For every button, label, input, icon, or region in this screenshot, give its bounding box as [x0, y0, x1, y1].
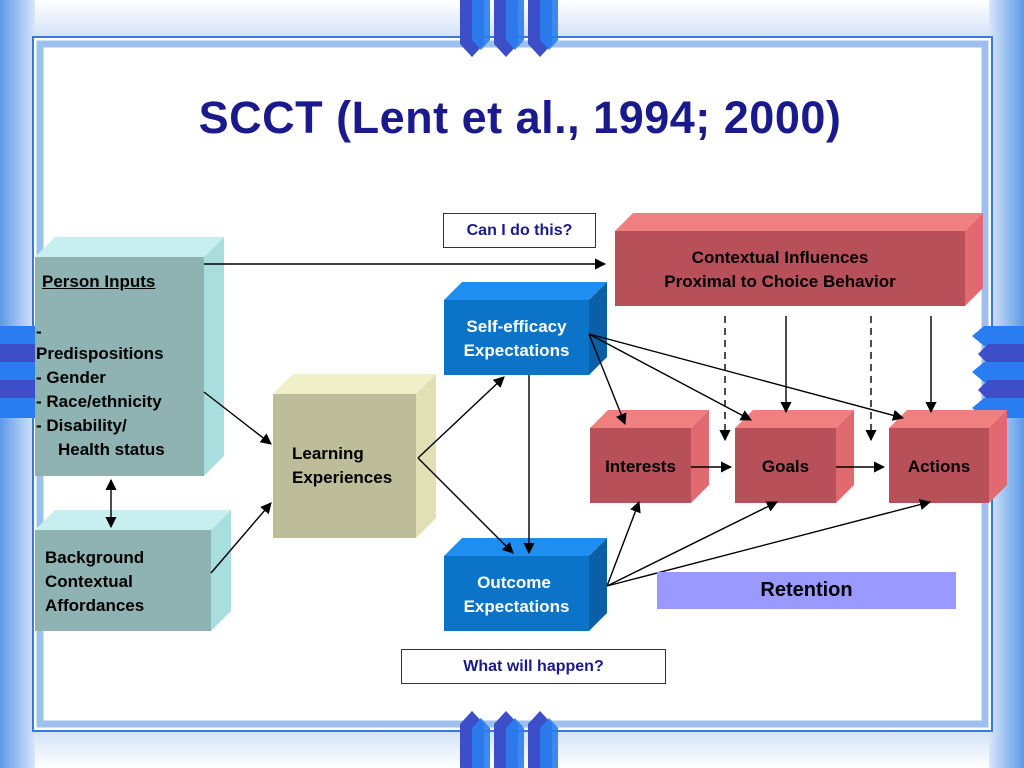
interests-label: Interests: [605, 457, 676, 476]
arrow-selfefficacy-to-actions: [588, 333, 905, 421]
person-inputs-item: -: [36, 322, 42, 341]
arrow-selfefficacy-to-interests: [588, 333, 627, 426]
person-inputs-item: - Disability/: [36, 416, 127, 435]
arrow-selfefficacy-to-goals: [588, 333, 752, 421]
slide-title: SCCT (Lent et al., 1994; 2000): [198, 92, 842, 143]
actions-box: [889, 410, 1007, 503]
person-inputs-item: Health status: [58, 440, 165, 459]
actions-label: Actions: [907, 457, 971, 476]
goals-label: Goals: [761, 457, 810, 476]
interests-box: [590, 410, 709, 503]
person-inputs-item: - Race/ethnicity: [36, 392, 162, 411]
goals-box: [735, 410, 854, 503]
arrow-background-to-learning: [210, 502, 272, 574]
outcome-label-line: Expectations: [463, 597, 570, 616]
outcome-label-line: Outcome: [477, 573, 551, 592]
learning-experiences-box: [273, 374, 436, 538]
arrow-learning-to-selfefficacy: [417, 376, 505, 459]
retention-box: Retention: [657, 572, 956, 609]
person-inputs-heading: Person Inputs: [42, 272, 156, 291]
background-label-line: Contextual: [45, 572, 133, 591]
arrow-outcome-to-interests: [606, 500, 641, 587]
top-ribbon-decoration: [460, 0, 558, 57]
learning-label-line: Learning: [292, 444, 364, 463]
can-i-do-this-box: Can I do this?: [443, 213, 596, 248]
self-efficacy-label-line: Self-efficacy: [466, 317, 567, 336]
what-will-happen-box: What will happen?: [401, 649, 666, 684]
self-efficacy-label-line: Expectations: [463, 341, 570, 360]
contextual-label-line: Proximal to Choice Behavior: [664, 272, 896, 291]
person-inputs-item: Predispositions: [36, 344, 164, 363]
contextual-influences-box: [615, 213, 983, 306]
background-box: [35, 510, 231, 631]
arrow-person-to-learning: [203, 391, 272, 445]
arrow-outcome-to-goals: [606, 501, 779, 587]
background-label-line: Affordances: [45, 596, 145, 615]
person-inputs-item: - Gender: [36, 368, 106, 387]
arrow-learning-to-outcome: [417, 457, 514, 554]
bottom-ribbon-decoration: [460, 711, 558, 768]
background-label-line: Background: [45, 548, 145, 567]
self-efficacy-box: [444, 282, 607, 375]
contextual-label-line: Contextual Influences: [691, 248, 869, 267]
person-inputs-box: [35, 237, 224, 476]
learning-label-line: Experiences: [292, 468, 393, 487]
